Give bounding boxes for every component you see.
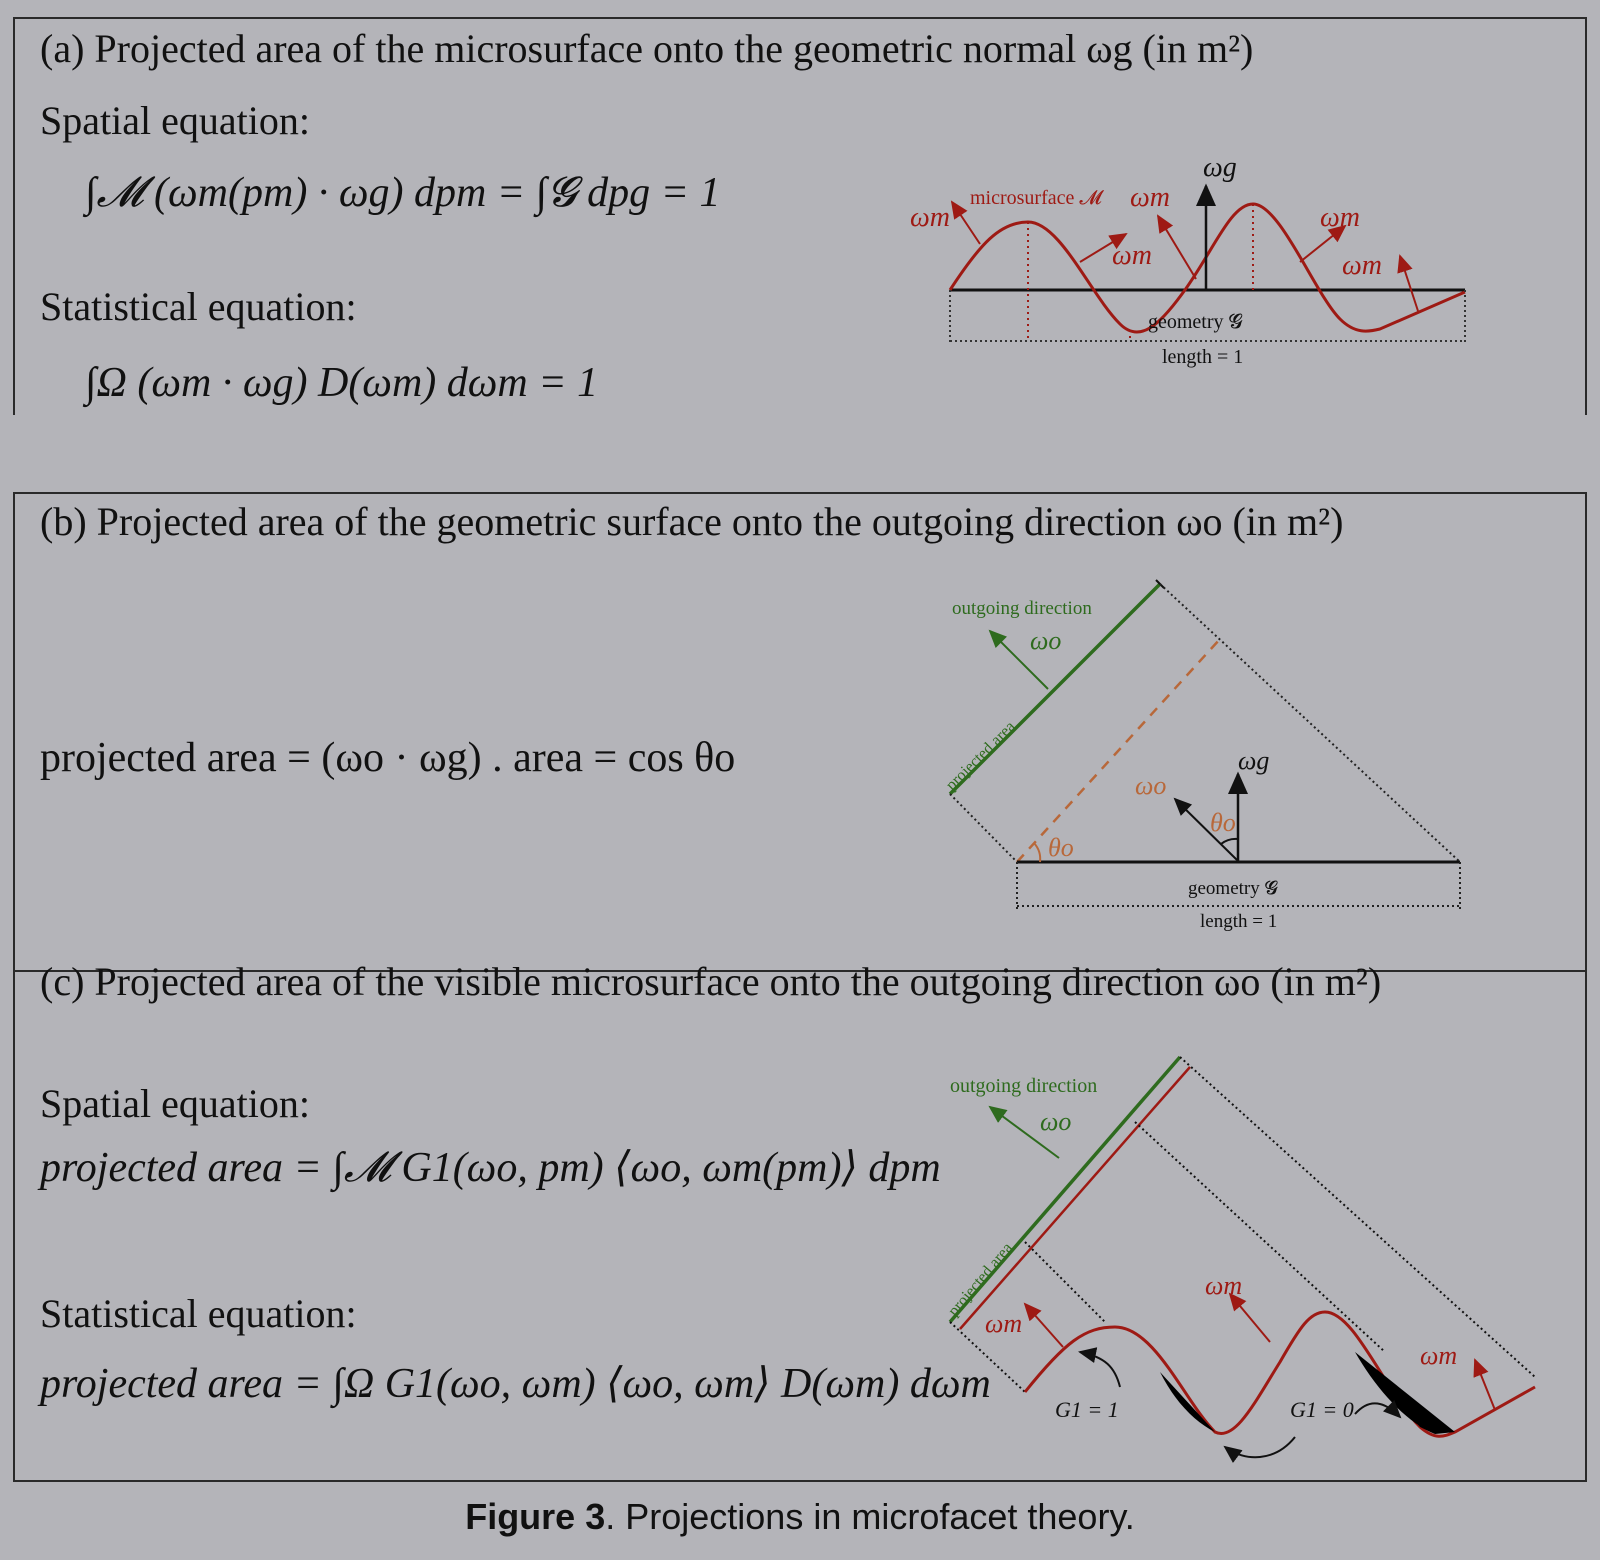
panel-a-statistical-equation: ∫Ω (ωm · ωg) D(ωm) dωm = 1 <box>85 360 599 406</box>
figure-label: Figure 3 <box>465 1496 606 1537</box>
panel-c-statistical-equation: projected area = ∫Ω G1(ωo, ωm) ⟨ωo, ωm⟩ … <box>40 1361 991 1407</box>
outgoing-direction-arrow <box>988 629 1049 690</box>
label-length: length = 1 <box>1162 346 1243 368</box>
panel-c: (c) Projected area of the visible micros… <box>13 959 1587 1482</box>
label-theta-o-right: θo <box>1210 808 1236 837</box>
label-omega-m-4: ωm <box>1320 202 1360 233</box>
figure-caption: Figure 3. Projections in microfacet theo… <box>0 1496 1600 1538</box>
label-microsurface: microsurface 𝓜 <box>970 187 1104 209</box>
panel-c-spatial-equation: projected area = ∫𝓜 G1(ωo, pm) ⟨ωo, ωm(p… <box>40 1145 941 1191</box>
label-outgoing-direction: outgoing direction <box>952 598 1092 619</box>
projected-area-line <box>948 1055 1182 1324</box>
normal-arrow-1 <box>1023 1302 1064 1348</box>
normal-arrow-3 <box>1473 1358 1496 1411</box>
label-omega-m-1: ωm <box>985 1309 1022 1338</box>
label-omega-m-5: ωm <box>1342 250 1382 281</box>
projected-area-line <box>948 582 1162 796</box>
panel-b-heading: (b) Projected area of the geometric surf… <box>40 499 1344 544</box>
panel-a-spatial-label: Spatial equation: <box>40 98 310 143</box>
visible-projection-line <box>959 1066 1191 1330</box>
panel-c-diagram: outgoing direction ωo projected area ωm … <box>945 1055 1536 1463</box>
label-geometry: geometry 𝓖 <box>1188 878 1279 899</box>
panel-c-spatial-label: Spatial equation: <box>40 1081 310 1126</box>
label-omega-m-2: ωm <box>1130 182 1170 213</box>
label-projected-area: projected area <box>945 1240 1016 1320</box>
label-g1-visible: G1 = 1 <box>1055 1397 1119 1422</box>
label-omega-m-2: ωm <box>1205 1271 1242 1300</box>
dashed-projection-line <box>1016 638 1221 863</box>
panel-a: (a) Projected area of the microsurface o… <box>13 17 1587 415</box>
normal-arrow-1 <box>950 200 981 245</box>
label-theta-o-left: θo <box>1048 833 1074 862</box>
normal-arrow-5 <box>1397 254 1419 312</box>
normal-arrow-4 <box>1299 224 1347 263</box>
panel-c-heading: (c) Projected area of the visible micros… <box>40 959 1382 1004</box>
outgoing-direction-arrow <box>988 1105 1060 1159</box>
panel-a-heading: (a) Projected area of the microsurface o… <box>40 26 1254 71</box>
panel-b-diagram: outgoing direction ωo projected area ωg … <box>943 579 1461 932</box>
label-geometry: geometry 𝓖 <box>1148 311 1243 333</box>
label-length: length = 1 <box>1200 911 1277 932</box>
label-outgoing-direction: outgoing direction <box>950 1075 1097 1097</box>
label-omega-g: ωg <box>1238 746 1269 775</box>
panel-b: (b) Projected area of the geometric surf… <box>13 492 1587 972</box>
label-omega-g: ωg <box>1203 152 1237 183</box>
label-omega-m-1: ωm <box>910 202 950 233</box>
omega-o-arrow <box>1173 797 1238 861</box>
panel-b-equation: projected area = (ωo · ωg) . area = cos … <box>40 735 736 781</box>
label-omega-o: ωo <box>1135 771 1166 800</box>
label-omega-o-green: ωo <box>1030 626 1061 655</box>
caption-text: . Projections in microfacet theory. <box>605 1496 1135 1537</box>
label-omega-m-3: ωm <box>1420 1341 1457 1370</box>
normal-arrow-2 <box>1079 232 1128 263</box>
normal-arrow-3 <box>1156 214 1197 280</box>
label-omega-o: ωo <box>1040 1107 1071 1136</box>
panel-a-statistical-label: Statistical equation: <box>40 284 357 329</box>
label-projected-area: projected area <box>943 718 1019 794</box>
panel-a-diagram: ωg ωm microsurface 𝓜 ωm ωm ωm ωm geometr… <box>910 152 1466 368</box>
label-g1-hidden: G1 = 0 <box>1290 1397 1354 1422</box>
normal-arrow-2 <box>1228 1292 1271 1343</box>
shadow-region-1 <box>1160 1372 1215 1432</box>
panel-a-spatial-equation: ∫𝓜 (ωm(pm) · ωg) dpm = ∫𝓖 dpg = 1 <box>85 170 721 216</box>
panel-c-statistical-label: Statistical equation: <box>40 1291 357 1336</box>
label-omega-m-3: ωm <box>1112 240 1152 271</box>
